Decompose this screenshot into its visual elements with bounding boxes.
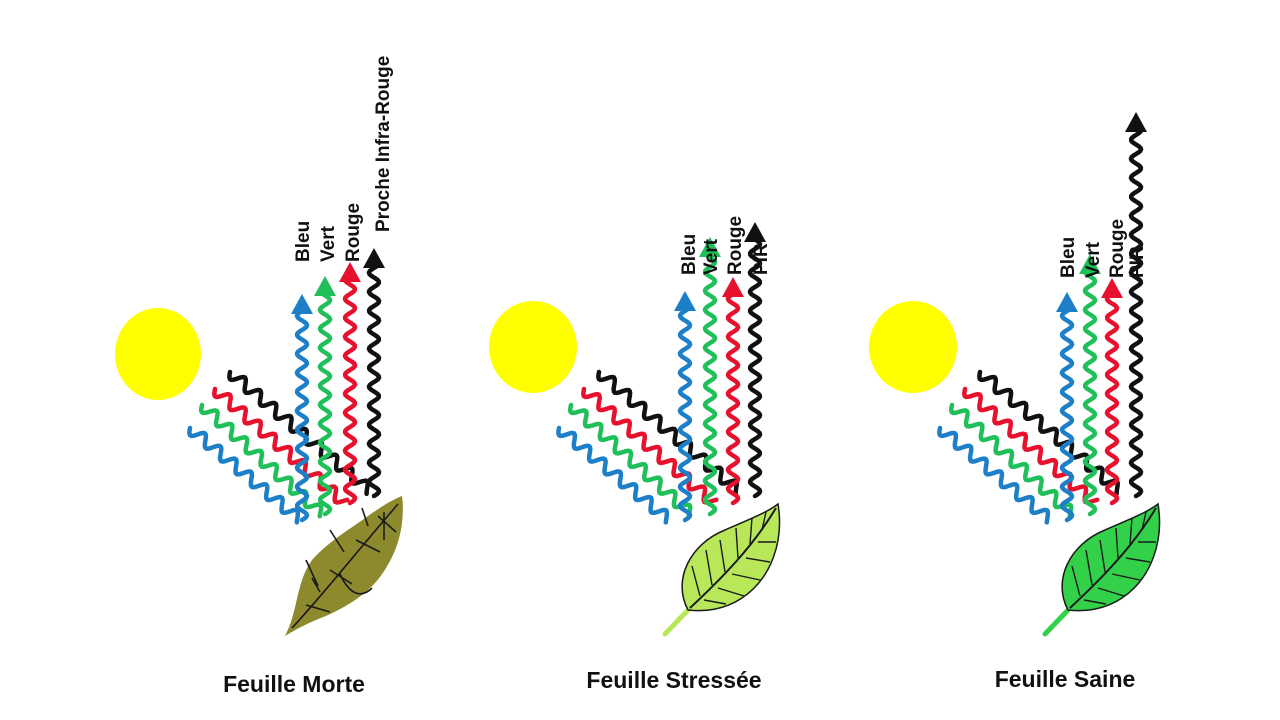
incoming-blue-wave [187, 425, 301, 525]
band-label-blue: Bleu [1058, 237, 1079, 278]
arrowhead-blue [674, 291, 696, 311]
incoming-black-wave [977, 369, 1120, 497]
sun-icon [115, 308, 201, 400]
band-label-green: Vert [1083, 241, 1104, 278]
reflected-black-wave [747, 235, 763, 499]
sun-icon [869, 301, 957, 393]
band-label-red: Rouge [1107, 219, 1128, 278]
arrowhead-green [314, 276, 336, 296]
leaf-caption: Feuille Saine [995, 666, 1136, 692]
reflected-red-wave [1104, 292, 1120, 506]
arrowhead-green [1079, 254, 1101, 274]
stressed-leaf-icon [662, 502, 781, 637]
reflected-green-wave [317, 289, 333, 517]
arrowhead-black [363, 248, 385, 268]
reflected-red-wave [342, 275, 358, 506]
reflected-black-wave [366, 262, 382, 499]
reflected-blue-wave [1059, 306, 1075, 523]
sun-icon [489, 301, 577, 393]
arrowhead-red [1101, 278, 1123, 298]
arrowhead-green [699, 237, 721, 257]
arrowhead-blue [291, 294, 313, 314]
arrowhead-black [1125, 112, 1147, 132]
arrowhead-red [339, 262, 361, 282]
reflected-blue-wave [294, 307, 310, 523]
band-label-green: Vert [318, 225, 339, 262]
band-label-red: Rouge [343, 203, 364, 262]
band-label-black: Proche Infra-Rouge [373, 56, 394, 232]
reflected-black-wave [1128, 126, 1144, 499]
incoming-green-wave [948, 402, 1074, 519]
reflected-green-wave [1082, 268, 1098, 517]
incoming-blue-wave [937, 425, 1051, 525]
incoming-green-wave [567, 402, 693, 519]
leaf-caption: Feuille Stressée [586, 667, 761, 693]
arrowhead-black [744, 222, 766, 242]
incoming-red-wave [212, 386, 350, 505]
leaf-caption: Feuille Morte [223, 671, 365, 697]
incoming-blue-wave [556, 425, 670, 525]
reflected-green-wave [702, 250, 718, 517]
arrowhead-red [722, 277, 744, 297]
band-label-blue: Bleu [679, 234, 700, 275]
incoming-red-wave [581, 386, 719, 505]
band-label-blue: Bleu [293, 221, 314, 262]
reflected-blue-wave [677, 304, 693, 523]
band-label-red: Rouge [725, 216, 746, 275]
arrowhead-blue [1056, 292, 1078, 312]
band-label-green: Vert [701, 238, 722, 275]
healthy-leaf-icon [1042, 502, 1161, 637]
reflected-red-wave [725, 290, 741, 506]
band-label-black: PIR [751, 243, 772, 275]
band-label-black: PIR [1127, 246, 1148, 278]
incoming-black-wave [596, 369, 739, 497]
dead-leaf-icon [285, 496, 403, 636]
incoming-red-wave [962, 386, 1100, 505]
